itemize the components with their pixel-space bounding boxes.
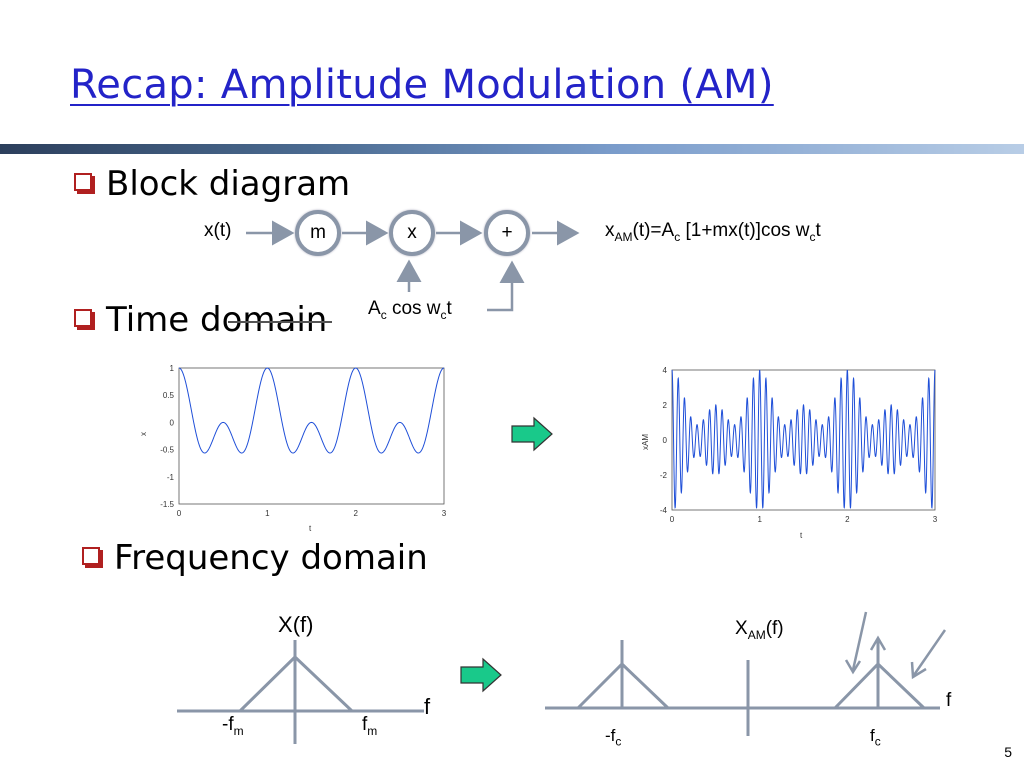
right-xtick: 3: [933, 515, 938, 524]
bullet-time-domain: Time domain: [74, 300, 327, 340]
freq-right-pos-label: fc: [870, 726, 881, 749]
freq-right: [545, 640, 940, 736]
left-ytick: 0: [170, 418, 175, 427]
node-add: +: [484, 210, 530, 256]
left-ytick: 1: [170, 364, 175, 373]
node-m: m: [295, 210, 341, 256]
left-plot-frame: [178, 367, 445, 505]
left-ytick: -1: [167, 473, 175, 482]
output-label: xAM(t)=Ac [1+mx(t)]cos wct: [605, 220, 821, 244]
left-ytick: 0.5: [163, 391, 175, 400]
header-band: [0, 144, 1024, 154]
bullet-box-icon: [74, 172, 92, 191]
freq-pointer-arrows: [844, 611, 947, 680]
freq-right-title: XAM(f): [735, 618, 784, 642]
page-number: 5: [1004, 744, 1012, 760]
input-label: x(t): [204, 220, 232, 241]
bullet-text: Block diagram: [106, 164, 351, 204]
left-xtick: 1: [265, 509, 270, 518]
freq-left: [177, 640, 424, 744]
node-multiply: x: [389, 210, 435, 256]
green-arrow-icon: [460, 657, 502, 693]
right-ytick: -4: [660, 506, 668, 515]
left-wave: [178, 367, 445, 454]
left-ytick: -1.5: [160, 500, 174, 509]
bullet-text: Time domain: [106, 300, 328, 340]
left-xlabel: t: [309, 524, 312, 533]
right-xtick: 1: [757, 515, 762, 524]
green-arrow-icon: [511, 416, 553, 452]
right-ytick: -2: [660, 471, 668, 480]
right-xtick: 2: [845, 515, 850, 524]
freq-left-neg-label: -fm: [222, 714, 244, 738]
right-ylabel: xAM: [641, 434, 650, 450]
right-ytick: 0: [663, 436, 668, 445]
bullet-frequency-domain: Frequency domain: [82, 538, 428, 578]
right-plot-frame: [671, 369, 936, 511]
freq-left-pos-label: fm: [362, 714, 378, 738]
right-ytick: 4: [663, 366, 668, 375]
left-xtick: 2: [353, 509, 358, 518]
bullet-text: Frequency domain: [114, 538, 428, 578]
left-ylabel: x: [139, 432, 148, 436]
right-wave: [671, 369, 936, 509]
left-xtick: 3: [442, 509, 447, 518]
bullet-box-icon: [74, 308, 92, 327]
left-ytick: -0.5: [160, 446, 174, 455]
carrier-label: Ac cos wct: [368, 298, 452, 322]
freq-right-neg-label: -fc: [605, 726, 622, 749]
freq-left-axis-label: f: [424, 694, 431, 719]
left-xtick: 0: [177, 509, 182, 518]
freq-right-axis-label: f: [946, 690, 952, 711]
freq-left-title: X(f): [278, 612, 314, 637]
bullet-box-icon: [82, 546, 100, 565]
right-ytick: 2: [663, 401, 668, 410]
bullet-block-diagram: Block diagram: [74, 164, 350, 204]
slide-title: Recap: Amplitude Modulation (AM): [70, 62, 774, 108]
right-xtick: 0: [670, 515, 675, 524]
arrow-feedback: [487, 260, 525, 312]
right-xlabel: t: [800, 531, 803, 540]
